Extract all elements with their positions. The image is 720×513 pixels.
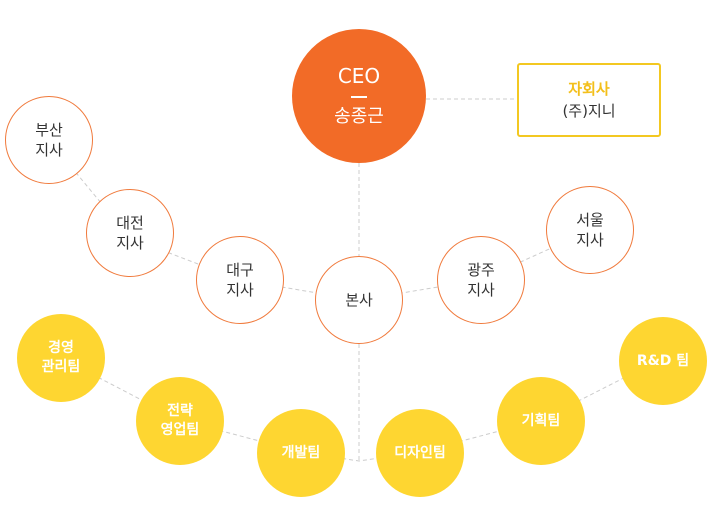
team-strategy-sales: 전략 영업팀 [136, 377, 224, 465]
subsidiary-label: 자회사 [568, 79, 610, 98]
branch-name: 서울 [576, 210, 604, 229]
team-name-line2: 관리팀 [41, 359, 81, 375]
branch-suffix: 지사 [116, 234, 144, 252]
branch-suffix: 지사 [35, 141, 63, 159]
branch-seoul: 서울 지사 [546, 186, 634, 274]
subsidiary-box: 자회사 (주)지니 [517, 63, 661, 137]
team-name: 디자인팀 [394, 444, 446, 461]
team-name: 전략 [167, 403, 193, 420]
team-rnd: R&D 팀 [619, 317, 707, 405]
subsidiary-name: (주)지니 [562, 102, 616, 120]
branch-suffix: 지사 [226, 281, 254, 299]
team-name: 개발팀 [281, 444, 321, 461]
team-management: 경영 관리팀 [17, 314, 105, 402]
team-name: 경영 [48, 340, 74, 357]
branch-name: 대구 [226, 260, 254, 279]
team-name: 기획팀 [521, 412, 561, 429]
team-planning: 기획팀 [497, 377, 585, 465]
team-name-line2: 영업팀 [160, 422, 200, 438]
ceo-title: CEO [337, 63, 381, 88]
ceo-divider [351, 95, 367, 98]
branch-busan: 부산 지사 [5, 96, 93, 184]
team-development: 개발팀 [257, 409, 345, 497]
branch-daegu: 대구 지사 [196, 236, 284, 324]
hq-node: 본사 [315, 256, 403, 344]
ceo-name: 송종근 [334, 105, 384, 127]
branch-daejeon: 대전 지사 [86, 189, 174, 277]
branch-name: 광주 [467, 260, 495, 279]
hq-label: 본사 [345, 290, 373, 309]
branch-name: 대전 [116, 213, 144, 232]
branch-gwangju: 광주 지사 [437, 236, 525, 324]
branch-suffix: 지사 [576, 231, 604, 249]
team-name: R&D 팀 [636, 352, 690, 369]
branch-name: 부산 [35, 120, 63, 139]
ceo-node: CEO 송종근 [292, 29, 426, 163]
team-design: 디자인팀 [376, 409, 464, 497]
branch-suffix: 지사 [467, 281, 495, 299]
